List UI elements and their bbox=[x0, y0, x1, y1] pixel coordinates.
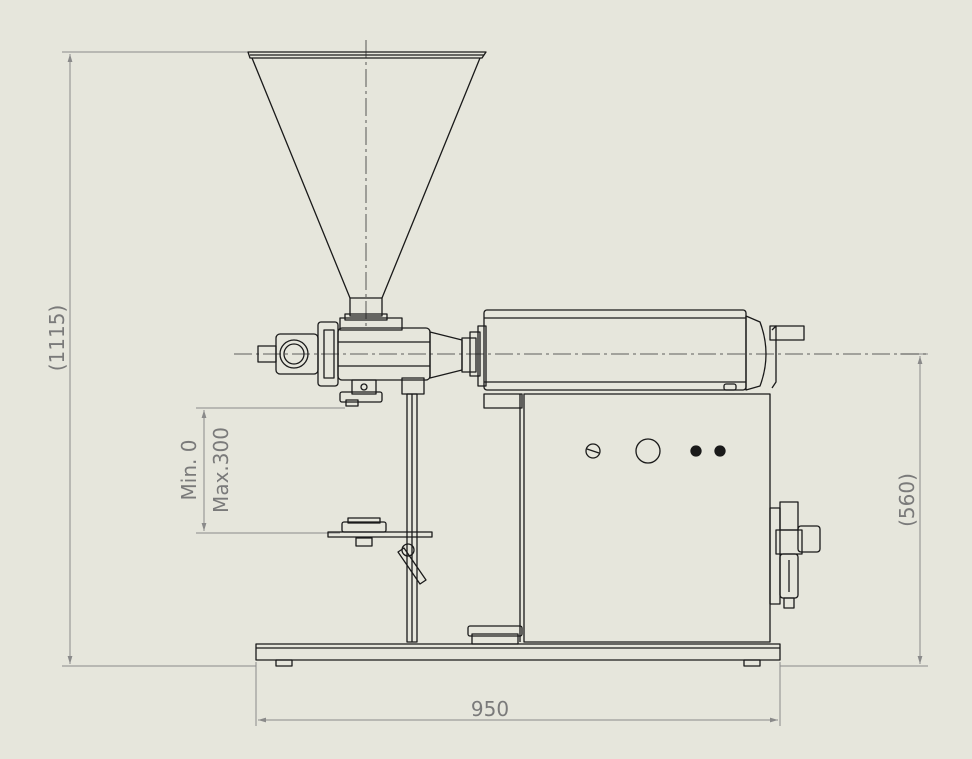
outlet-bolt bbox=[360, 383, 368, 391]
regulator-head bbox=[779, 501, 799, 531]
pump-block-top bbox=[339, 317, 403, 331]
outlet-tip bbox=[345, 399, 359, 407]
hopper-flange bbox=[344, 313, 388, 321]
table-lock-lever bbox=[397, 547, 427, 585]
cabinet-body bbox=[523, 393, 771, 643]
hopper-cone bbox=[251, 57, 481, 299]
motor-foot bbox=[723, 383, 737, 391]
valve-flange-inner bbox=[323, 329, 335, 379]
cabinet-screw-slot bbox=[586, 448, 600, 454]
table-container bbox=[341, 521, 387, 533]
motor-cylinder bbox=[483, 309, 747, 391]
regulator-mount bbox=[769, 507, 781, 605]
air-regulator bbox=[769, 501, 821, 609]
table-bracket bbox=[355, 537, 373, 547]
regulator-gauge bbox=[797, 525, 821, 553]
motor-flange-left bbox=[477, 325, 487, 387]
cabinet-button-2 bbox=[714, 445, 726, 457]
pump-head bbox=[257, 317, 481, 407]
cabinet-dial bbox=[635, 438, 661, 464]
pump-nose bbox=[429, 331, 463, 379]
base-plate bbox=[255, 643, 781, 667]
table-adjust-min-label: Min. 0 bbox=[177, 440, 201, 501]
motor bbox=[477, 309, 805, 391]
regulator-drain bbox=[783, 597, 795, 609]
hopper-rim bbox=[247, 51, 487, 59]
dimension-lines bbox=[62, 51, 928, 726]
valve-port-inner bbox=[283, 343, 305, 365]
hopper-outlet bbox=[349, 297, 383, 317]
cabinet-top-bracket bbox=[483, 393, 523, 409]
cabinet-height-label: (560) bbox=[895, 473, 919, 527]
pump-coupler-ring bbox=[469, 331, 481, 377]
overall-height-label: (1115) bbox=[45, 305, 69, 372]
outlet-block bbox=[351, 379, 377, 395]
table-lock-knob bbox=[401, 543, 415, 557]
motor-handwheel-shaft bbox=[769, 325, 805, 341]
valve-port bbox=[279, 339, 309, 369]
cabinet-screw bbox=[585, 443, 601, 459]
control-cabinet bbox=[467, 393, 771, 645]
machine bbox=[247, 51, 821, 667]
table-adjust-max-label: Max.300 bbox=[209, 427, 233, 513]
motor-handwheel bbox=[771, 325, 777, 389]
cabinet-button-1 bbox=[690, 445, 702, 457]
table-stand bbox=[327, 393, 433, 643]
table-container-lid bbox=[347, 517, 381, 524]
pump-coupler bbox=[461, 337, 477, 373]
valve-nozzle bbox=[257, 345, 277, 363]
center-lines bbox=[234, 40, 928, 355]
motor-end-cap bbox=[745, 315, 767, 391]
base-plate-body bbox=[255, 643, 781, 661]
base-width-label: 950 bbox=[471, 697, 509, 721]
base-foot-right bbox=[743, 659, 761, 667]
foot-pedal bbox=[467, 625, 523, 637]
outlet-nozzle bbox=[339, 391, 383, 403]
base-foot-left bbox=[275, 659, 293, 667]
hopper bbox=[247, 51, 487, 321]
